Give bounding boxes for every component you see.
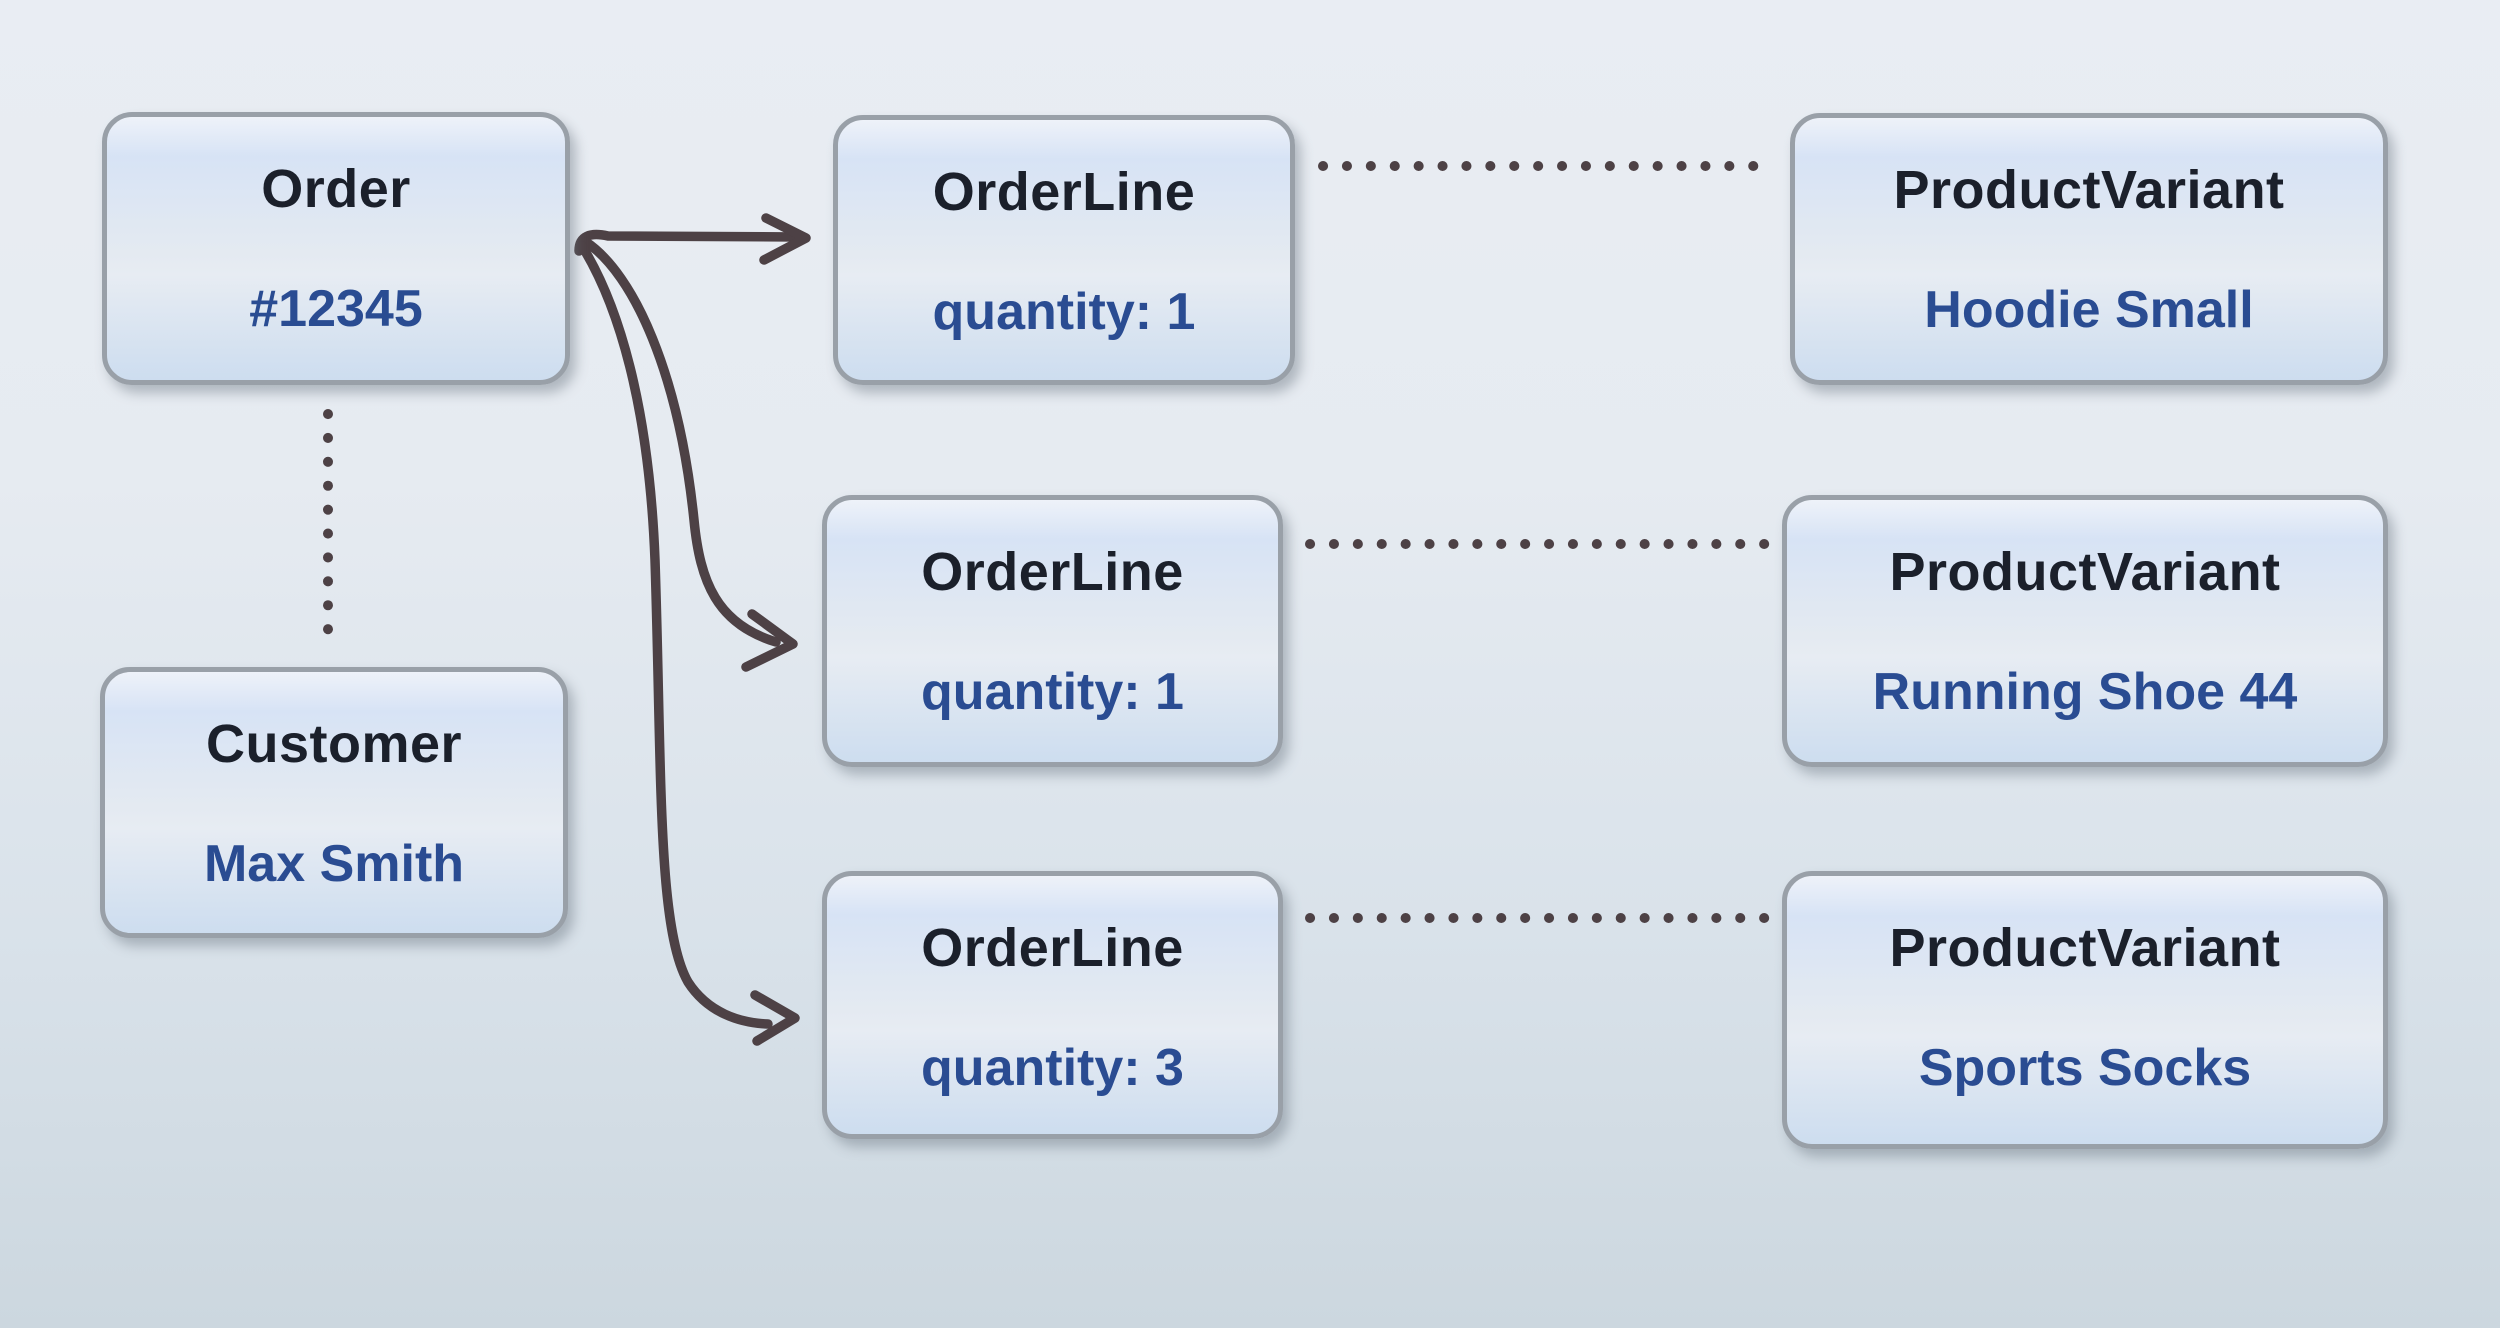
arrowhead-2 xyxy=(741,609,798,672)
productvariant-entity-value: Sports Socks xyxy=(1918,1039,2252,1097)
orderline-entity-value: quantity: 1 xyxy=(921,663,1184,721)
order-orderline2-arrow xyxy=(581,237,798,672)
productvariant-entity-box-1: ProductVariant Hoodie Small xyxy=(1790,113,2388,385)
orderline-entity-box-3: OrderLine quantity: 3 xyxy=(822,871,1283,1139)
productvariant-entity-box-2: ProductVariant Running Shoe 44 xyxy=(1782,495,2388,767)
orderline-entity-title: OrderLine xyxy=(921,542,1184,602)
order-entity-box: Order #12345 xyxy=(102,112,570,385)
arrowhead-1 xyxy=(759,213,811,265)
order-entity-title: Order xyxy=(261,159,411,219)
order-entity-value: #12345 xyxy=(249,280,423,338)
productvariant-entity-title: ProductVariant xyxy=(1889,542,2281,602)
orderline-entity-title: OrderLine xyxy=(932,162,1196,222)
order-orderline3-arrow xyxy=(577,241,800,1046)
customer-entity-title: Customer xyxy=(205,714,463,774)
orderline-entity-value: quantity: 1 xyxy=(932,283,1196,341)
productvariant-entity-title: ProductVariant xyxy=(1889,918,2281,978)
orderline-entity-value: quantity: 3 xyxy=(921,1039,1184,1097)
productvariant-entity-box-3: ProductVariant Sports Socks xyxy=(1782,871,2388,1149)
order-orderline1-arrow xyxy=(574,213,811,265)
productvariant-entity-value: Running Shoe 44 xyxy=(1872,663,2298,721)
orderline-entity-box-1: OrderLine quantity: 1 xyxy=(833,115,1295,385)
arrowhead-3 xyxy=(750,990,800,1046)
productvariant-entity-title: ProductVariant xyxy=(1893,160,2285,220)
customer-entity-box: Customer Max Smith xyxy=(100,667,568,938)
orderline-entity-box-2: OrderLine quantity: 1 xyxy=(822,495,1283,767)
customer-entity-value: Max Smith xyxy=(203,835,465,893)
productvariant-entity-value: Hoodie Small xyxy=(1924,281,2254,339)
orderline-entity-title: OrderLine xyxy=(921,918,1184,978)
